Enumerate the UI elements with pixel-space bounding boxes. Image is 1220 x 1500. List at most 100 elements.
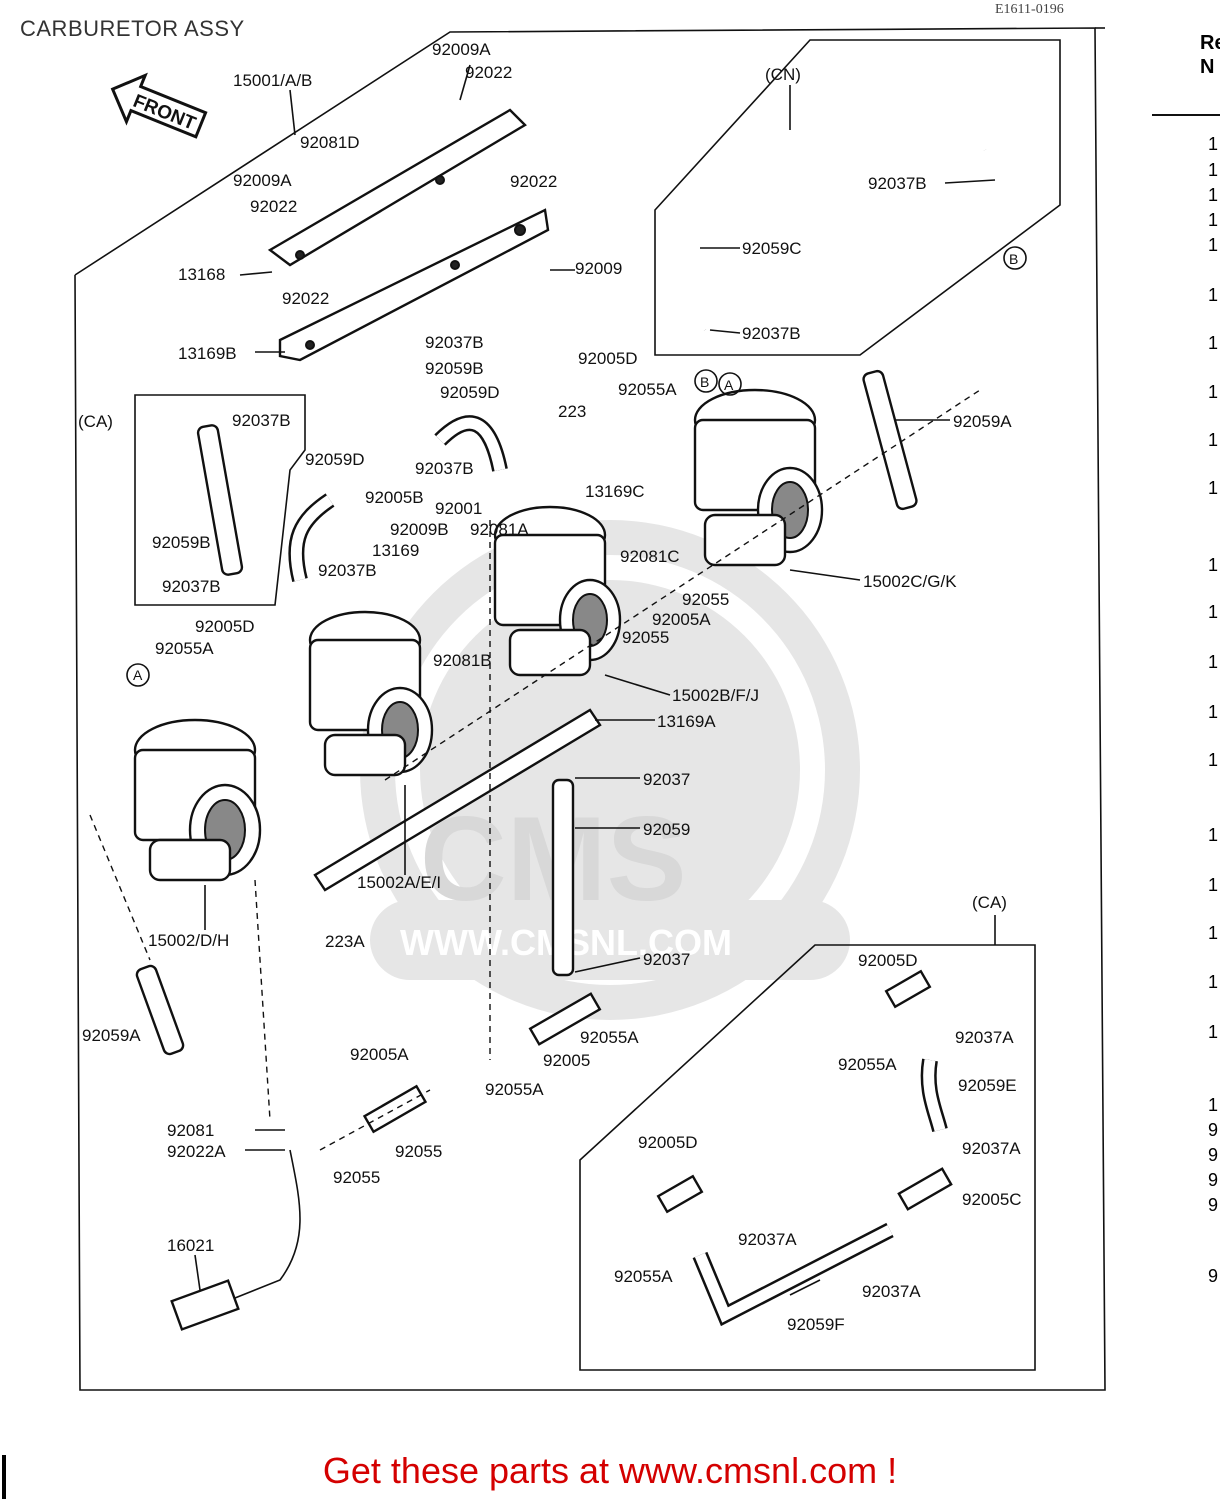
callout-label: 92037B xyxy=(425,333,484,352)
callout-label: 92005 xyxy=(543,1051,590,1070)
plate-15001 xyxy=(267,108,527,267)
circled-letter-a: A xyxy=(724,377,734,393)
callout-label: 15001/A/B xyxy=(233,71,312,90)
ca-box-left xyxy=(134,394,306,606)
callout-label: 92005B xyxy=(365,488,424,507)
callout-labels: 15001/A/B 92009A 92022 92081D 92022 9200… xyxy=(78,40,1022,1334)
callout-label: 92022 xyxy=(465,63,512,82)
callout-label: 15002A/E/I xyxy=(357,873,441,892)
callout-label: (CA) xyxy=(972,893,1007,912)
callout-label: 92037B xyxy=(742,324,801,343)
callout-label: 92055A xyxy=(155,639,214,658)
callout-label: 92022 xyxy=(250,197,297,216)
callout-label: 92059C xyxy=(742,239,802,258)
callout-label: 92055A xyxy=(838,1055,897,1074)
callout-label: 92055A xyxy=(580,1028,639,1047)
callout-label: 92005D xyxy=(578,349,638,368)
ref-row: 1 xyxy=(1208,210,1219,230)
callout-label: 92037B xyxy=(232,411,291,430)
callout-label: 92059D xyxy=(305,450,365,469)
callout-label: 92022A xyxy=(167,1142,226,1161)
front-arrow-icon: FRONT xyxy=(110,72,208,139)
page-title: CARBURETOR ASSY xyxy=(20,16,245,41)
reference-column: Re N 1 1 1 1 1 1 1 1 1 1 1 1 1 1 1 1 1 1… xyxy=(1150,30,1220,1330)
ref-row: 9 xyxy=(1208,1266,1219,1286)
callout-label: 92037A xyxy=(738,1230,797,1249)
carburetor-15002a xyxy=(308,610,434,777)
callout-label: 92055 xyxy=(395,1142,442,1161)
cable-16021 xyxy=(229,1149,301,1301)
ref-row: 1 xyxy=(1208,134,1219,154)
callout-label: 92005D xyxy=(638,1133,698,1152)
callout-label: 92037 xyxy=(643,950,690,969)
circled-letter-b: B xyxy=(1009,251,1018,267)
ref-row: 1 xyxy=(1208,652,1219,672)
callout-label: 92081B xyxy=(433,651,492,670)
callout-label: 92059A xyxy=(953,412,1012,431)
callout-label: 223A xyxy=(325,932,365,951)
ref-row: 9 xyxy=(1208,1145,1219,1165)
ref-row: 9 xyxy=(1208,1120,1219,1140)
ref-row: 1 xyxy=(1208,333,1219,353)
ref-row: 1 xyxy=(1208,702,1219,722)
callout-label: 92005C xyxy=(962,1190,1022,1209)
callout-label: 92005A xyxy=(652,610,711,629)
callout-label: 92037A xyxy=(962,1139,1021,1158)
callout-label: 13169C xyxy=(585,482,645,501)
ref-row: 1 xyxy=(1208,1022,1219,1042)
ref-row: 1 xyxy=(1208,185,1219,205)
callout-label: 13168 xyxy=(178,265,225,284)
cn-box xyxy=(654,39,1061,356)
callout-label: 92059A xyxy=(82,1026,141,1045)
hose-92059 xyxy=(551,778,575,977)
callout-label: 92037B xyxy=(868,174,927,193)
callout-label: 92055 xyxy=(682,590,729,609)
callout-label: 92009 xyxy=(575,259,622,278)
callout-label: 15002B/F/J xyxy=(672,686,759,705)
callout-label: 92081 xyxy=(167,1121,214,1140)
callout-label: 92055 xyxy=(622,628,669,647)
callout-label: 223 xyxy=(558,402,586,421)
callout-label: 92059E xyxy=(958,1076,1017,1095)
diagram-code: E1611-0196 xyxy=(995,2,1064,17)
callout-label: 92037A xyxy=(862,1282,921,1301)
hose-92059b xyxy=(196,424,244,576)
callout-label: 92009B xyxy=(390,520,449,539)
promo-link[interactable]: Get these parts at www.cmsnl.com ! xyxy=(322,1450,898,1491)
callout-label: 92037B xyxy=(318,561,377,580)
callout-label: 92037B xyxy=(415,459,474,478)
callout-label: 92059D xyxy=(440,383,500,402)
edge-marker xyxy=(2,1455,6,1499)
ref-header: N xyxy=(1200,56,1215,78)
callout-label: 92059 xyxy=(643,820,690,839)
callout-label: 92037A xyxy=(955,1028,1014,1047)
callout-label: 92001 xyxy=(435,499,482,518)
callout-label: 92059B xyxy=(425,359,484,378)
diagram-border xyxy=(74,27,1106,1391)
ref-row: 1 xyxy=(1208,382,1219,402)
callout-label: 92055A xyxy=(485,1080,544,1099)
ref-row: 9 xyxy=(1208,1195,1219,1215)
callout-label: 92055 xyxy=(333,1168,380,1187)
callout-label: (CN) xyxy=(765,65,801,84)
callout-label: 92059F xyxy=(787,1315,845,1334)
ref-row: 1 xyxy=(1208,602,1219,622)
callout-label: 92055A xyxy=(618,380,677,399)
ref-header: Re xyxy=(1200,32,1220,54)
carburetor-15002 xyxy=(133,718,262,882)
ref-row: 1 xyxy=(1208,875,1219,895)
ref-row: 1 xyxy=(1208,478,1219,498)
circled-letter-a: A xyxy=(133,667,143,683)
callout-label: 92059B xyxy=(152,533,211,552)
ref-row: 1 xyxy=(1208,750,1219,770)
callout-label: 92022 xyxy=(282,289,329,308)
ref-row: 1 xyxy=(1208,430,1219,450)
callout-label: 92009A xyxy=(233,171,292,190)
circled-letter-b: B xyxy=(700,374,709,390)
callout-label: 92081C xyxy=(620,547,680,566)
callout-label: 15002C/G/K xyxy=(863,572,957,591)
hose-92059c xyxy=(677,72,987,331)
callout-label: (CA) xyxy=(78,412,113,431)
callout-label: 92022 xyxy=(510,172,557,191)
